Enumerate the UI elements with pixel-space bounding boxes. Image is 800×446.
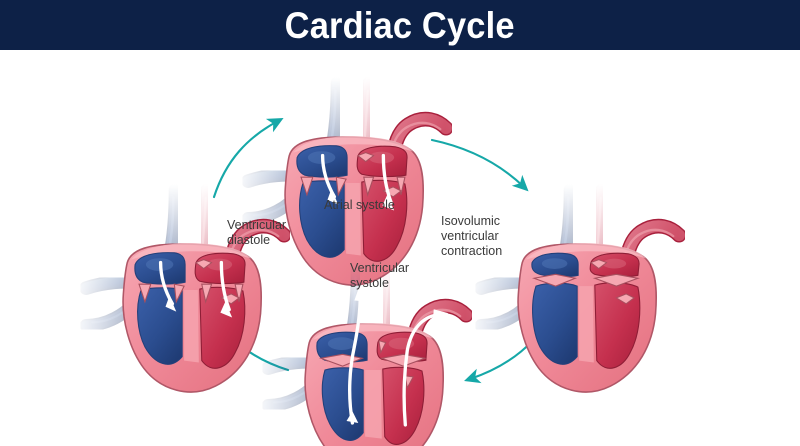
heart-isovolumic-contraction — [481, 190, 679, 392]
connector-atrial-to-isovolumic — [430, 138, 529, 192]
stage-label-ventricular-systole: Ventricular systole — [350, 261, 410, 290]
heart-atrial-systole — [248, 83, 446, 285]
stage-label-atrial-systole: Atrial systole — [324, 198, 395, 212]
page-header-banner: Cardiac Cycle — [0, 0, 800, 50]
connector-diastole-to-atrial — [212, 118, 284, 199]
page-title: Cardiac Cycle — [284, 4, 516, 46]
diagram-canvas — [0, 50, 800, 446]
heart-ventricular-systole — [268, 270, 466, 446]
cardiac-cycle-diagram: Atrial systole Isovolumic ventricular co… — [0, 50, 800, 446]
stage-label-ventricular-diastole: Ventricular diastole — [227, 218, 287, 247]
stage-label-isovolumic-ventricular-contraction: Isovolumic ventricular contraction — [441, 214, 503, 258]
